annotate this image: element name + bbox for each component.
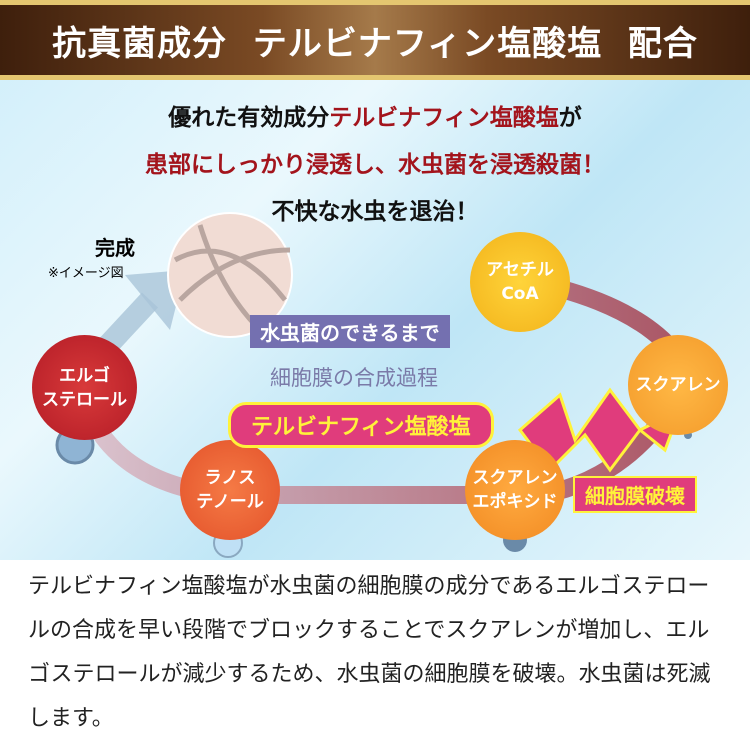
drug-callout: テルビナフィン塩酸塩 xyxy=(228,402,494,448)
lead-line-2: 患部にしっかり浸透し、水虫菌を浸透殺菌！ xyxy=(145,152,605,178)
lead-text: 優れた有効成分 xyxy=(168,105,330,131)
complete-label: 完成 xyxy=(95,236,135,260)
header-title: 抗真菌成分 テルビナフィン塩酸塩 配合 xyxy=(52,23,698,64)
description-text: テルビナフィン塩酸塩が水虫菌の細胞膜の成分であるエルゴステロールの合成を早い段階… xyxy=(28,574,711,731)
fungus-image xyxy=(167,212,293,338)
lead-line-1: 優れた有効成分テルビナフィン塩酸塩が xyxy=(0,98,750,132)
lead-text: が xyxy=(558,105,582,131)
lead-line-3: 不快な水虫を退治！ xyxy=(271,199,479,225)
node-acetyl-coa: アセチル CoA xyxy=(470,232,570,332)
title-box: 水虫菌のできるまで xyxy=(250,315,450,348)
node-ergosterol: エルゴ ステロール xyxy=(32,335,137,440)
destroy-label: 細胞膜破壊 xyxy=(573,476,697,513)
image-note: ※イメージ図 xyxy=(48,266,124,281)
node-squalene: スクアレン xyxy=(628,335,728,435)
cycle-arrow xyxy=(76,271,693,505)
node-squalene-epoxide: スクアレン エポキシド xyxy=(465,440,565,540)
lead-highlight: テルビナフィン塩酸塩 xyxy=(329,105,559,131)
header-banner: 抗真菌成分 テルビナフィン塩酸塩 配合 xyxy=(0,0,750,80)
subtitle: 細胞膜の合成過程 xyxy=(270,366,438,390)
node-lanosterol: ラノス テノール xyxy=(180,440,280,540)
